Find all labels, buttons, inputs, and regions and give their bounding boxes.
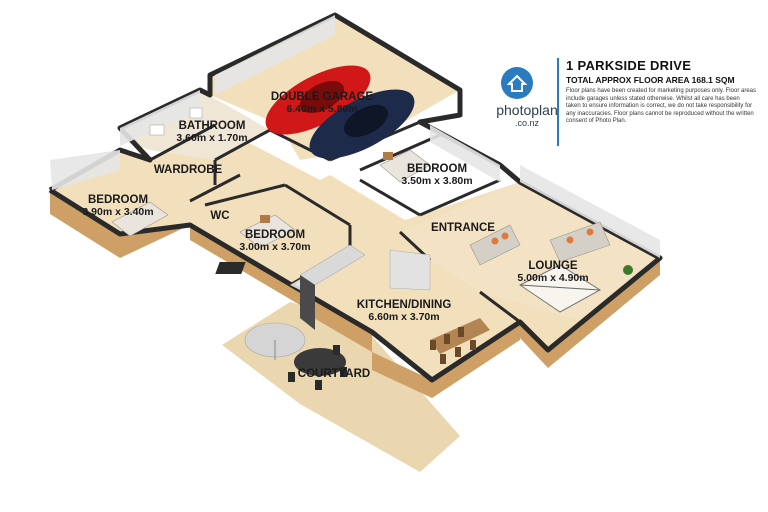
- label-garage-name: DOUBLE GARAGE: [271, 91, 374, 103]
- floor-bathroom: [120, 90, 270, 160]
- property-address: 1 PARKSIDE DRIVE: [566, 58, 692, 73]
- label-bedroom-right-name: BEDROOM: [407, 163, 467, 175]
- disclaimer-text: Floor plans have been created for market…: [566, 88, 756, 125]
- courtyard-furniture: [244, 322, 347, 390]
- garage-cars: [265, 65, 415, 159]
- car-red: [265, 65, 371, 135]
- car-navy: [309, 89, 415, 159]
- label-wc: WC: [210, 210, 229, 222]
- label-bedroom-left-name: BEDROOM: [88, 194, 148, 206]
- floor-area: TOTAL APPROX FLOOR AREA 168.1 SQM: [566, 75, 735, 85]
- label-bathroom-name: BATHROOM: [179, 120, 246, 132]
- brand-domain: .co.nz: [514, 118, 539, 128]
- label-kitchen-dims: 6.60m x 3.70m: [368, 311, 439, 323]
- label-bedroom-mid-name: BEDROOM: [245, 229, 305, 241]
- label-lounge-name: LOUNGE: [528, 260, 578, 272]
- brand-name: photoplan: [496, 102, 558, 118]
- label-garage-dims: 6.40m x 5.80m: [286, 103, 357, 115]
- exterior-brick-wall-left: [50, 190, 190, 258]
- label-kitchen-name: KITCHEN/DINING: [357, 299, 452, 311]
- exterior-brick-wall-kitchen: [300, 290, 372, 352]
- info-divider: [557, 58, 559, 146]
- label-lounge-dims: 5.00m x 4.90m: [517, 272, 588, 284]
- lounge-furniture: [469, 221, 633, 313]
- label-bedroom-right-dims: 3.50m x 3.80m: [401, 175, 472, 187]
- label-courtyard: COURTYARD: [298, 368, 370, 380]
- info-panel: photoplan .co.nz 1 PARKSIDE DRIVE TOTAL …: [490, 58, 762, 148]
- label-bathroom-dims: 3.60m x 1.70m: [176, 132, 247, 144]
- exterior-brick-wall-mid: [190, 225, 300, 305]
- exterior-brick-wall-south: [372, 322, 520, 398]
- kitchen-counters: [215, 244, 431, 330]
- house-circle-icon: [501, 67, 533, 99]
- dining-table: [430, 318, 490, 364]
- bathroom-fixtures: [149, 107, 203, 136]
- bedroom-beds: [111, 149, 431, 249]
- label-bedroom-mid-dims: 3.00m x 3.70m: [239, 241, 310, 253]
- label-entrance: ENTRANCE: [431, 222, 495, 234]
- label-bedroom-left-dims: 3.90m x 3.40m: [82, 206, 153, 218]
- label-wardrobe: WARDROBE: [154, 164, 223, 176]
